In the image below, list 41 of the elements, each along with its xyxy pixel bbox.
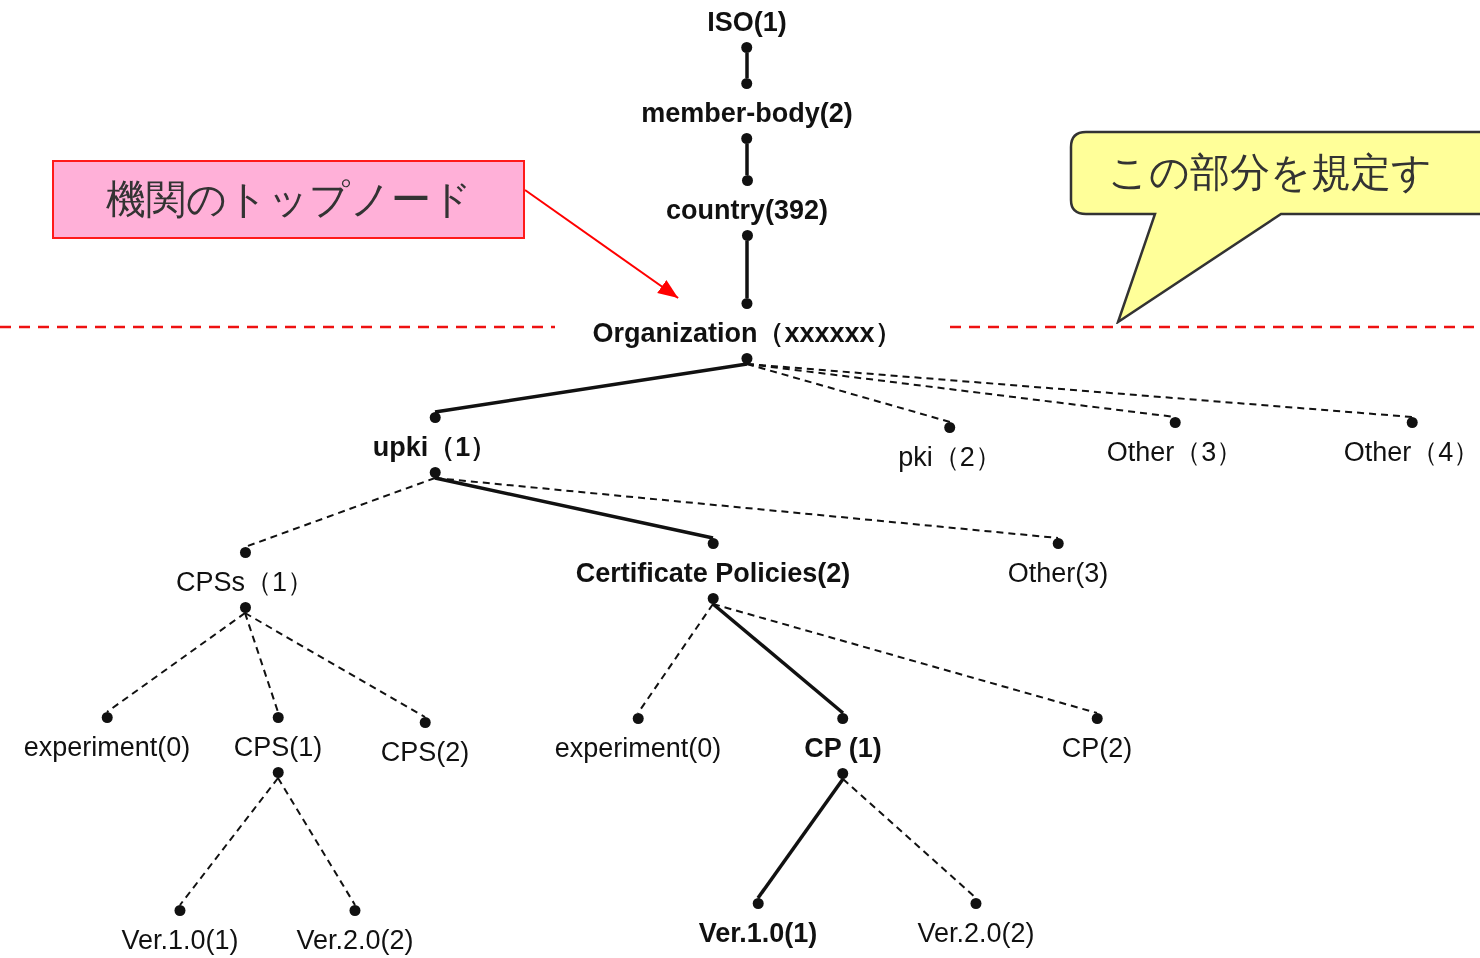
arrow bbox=[524, 189, 680, 299]
tree-node: Organization（xxxxxx） bbox=[590, 298, 904, 364]
connector-line bbox=[711, 602, 845, 715]
tree-node: Ver.1.0(1) bbox=[119, 905, 241, 955]
connector-line bbox=[712, 603, 1098, 714]
connector-line bbox=[434, 476, 714, 540]
connector-line bbox=[434, 362, 748, 414]
tree-node: Certificate Policies(2) bbox=[573, 538, 853, 604]
tree-node: CPS(2) bbox=[378, 717, 472, 767]
callout-box: 機関のトップノード bbox=[52, 160, 525, 239]
connector-line bbox=[179, 777, 279, 906]
tree-node: pki（2） bbox=[896, 422, 1004, 472]
connector-line bbox=[745, 144, 749, 175]
tree-node: ISO(1) bbox=[705, 7, 789, 53]
connector-line bbox=[244, 612, 279, 713]
tree-node: experiment(0) bbox=[21, 712, 193, 762]
tree-node: Other(3) bbox=[1005, 538, 1111, 588]
speech-bubble: この部分を規定す bbox=[1068, 130, 1480, 324]
connector-line bbox=[746, 363, 1413, 418]
connector-line bbox=[842, 778, 977, 899]
tree-node: Other（3） bbox=[1104, 417, 1246, 467]
tree-node: CPSs（1） bbox=[174, 547, 316, 613]
tree-node: CPS(1) bbox=[231, 712, 325, 778]
tree-node: country(392) bbox=[664, 175, 830, 241]
connector-line bbox=[637, 603, 714, 714]
connector-line bbox=[746, 363, 951, 423]
connector-line bbox=[277, 777, 356, 906]
tree-node: CP(2) bbox=[1059, 713, 1135, 763]
tree-node: upki（1） bbox=[370, 412, 500, 478]
tree-node: CP (1) bbox=[802, 713, 884, 779]
tree-node: Ver.2.0(2) bbox=[915, 898, 1037, 948]
connector-line bbox=[745, 53, 749, 78]
tree-node: Other（4） bbox=[1341, 417, 1480, 467]
tree-node: member-body(2) bbox=[639, 78, 855, 144]
connector-line bbox=[244, 612, 426, 718]
connector-line bbox=[106, 612, 246, 713]
tree-node: Ver.1.0(1) bbox=[696, 898, 820, 948]
tree-node: Ver.2.0(2) bbox=[294, 905, 416, 955]
tree-node: experiment(0) bbox=[552, 713, 724, 763]
connector-line bbox=[745, 241, 749, 298]
connector-line bbox=[756, 778, 845, 899]
